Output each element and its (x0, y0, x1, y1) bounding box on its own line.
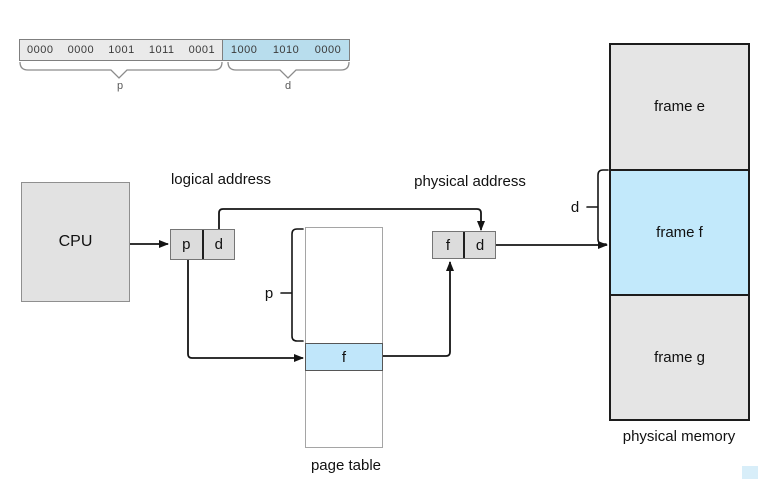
arrow-entry-to-physical-f (383, 261, 454, 357)
p-brace-label: p (116, 80, 124, 92)
arrow-logical-d-to-physical-d (218, 208, 485, 231)
physical-address-register: f d (432, 231, 496, 259)
physical-f-cell: f (445, 236, 451, 254)
frame-e-label: frame e (654, 98, 705, 116)
page-index-label: p (264, 285, 274, 302)
page-table-label: page table (310, 457, 382, 474)
binary-offset-section: 1000 1010 0000 (222, 40, 349, 60)
logical-address-register: p d (170, 229, 235, 260)
binary-page-number-section: 0000 0000 1001 1011 0001 (20, 40, 223, 60)
binary-group: 1001 (108, 44, 135, 56)
physical-memory-box: frame e frame f frame g (609, 43, 750, 421)
p-bits-brace (19, 61, 223, 79)
physical-address-label: physical address (414, 173, 526, 190)
binary-group: 0000 (27, 44, 54, 56)
binary-group: 0000 (67, 44, 95, 56)
binary-group: 0000 (314, 44, 342, 56)
binary-group: 1010 (272, 44, 300, 56)
logical-d-cell: d (201, 230, 235, 259)
binary-group: 1011 (148, 44, 175, 56)
logical-address-label: logical address (170, 171, 272, 188)
corner-decoration (742, 466, 758, 479)
arrow-p-to-page-table (187, 260, 304, 362)
physical-d-cell: d (463, 232, 495, 258)
binary-group: 0001 (188, 44, 216, 56)
frame-offset-bracket (586, 169, 609, 245)
physical-memory-label: physical memory (622, 428, 736, 445)
cpu-box: CPU (21, 182, 130, 302)
binary-address-strip: 0000 0000 1001 1011 0001 1000 1010 0000 (19, 39, 350, 61)
frame-offset-label: d (570, 199, 580, 216)
frame-f-label: frame f (656, 223, 703, 241)
logical-p-cell: p (182, 236, 191, 253)
cpu-label: CPU (58, 233, 93, 250)
d-brace-label: d (284, 80, 292, 92)
frame-e: frame e (611, 45, 748, 169)
page-table-box (305, 227, 383, 448)
binary-group: 1000 (230, 44, 258, 56)
page-table-entry-value: f (341, 348, 347, 366)
frame-g: frame g (611, 294, 748, 419)
d-bits-brace (227, 61, 350, 79)
frame-g-label: frame g (654, 349, 705, 367)
page-table-highlighted-entry: f (305, 343, 383, 371)
frame-f: frame f (611, 168, 748, 295)
page-index-bracket (280, 228, 304, 342)
